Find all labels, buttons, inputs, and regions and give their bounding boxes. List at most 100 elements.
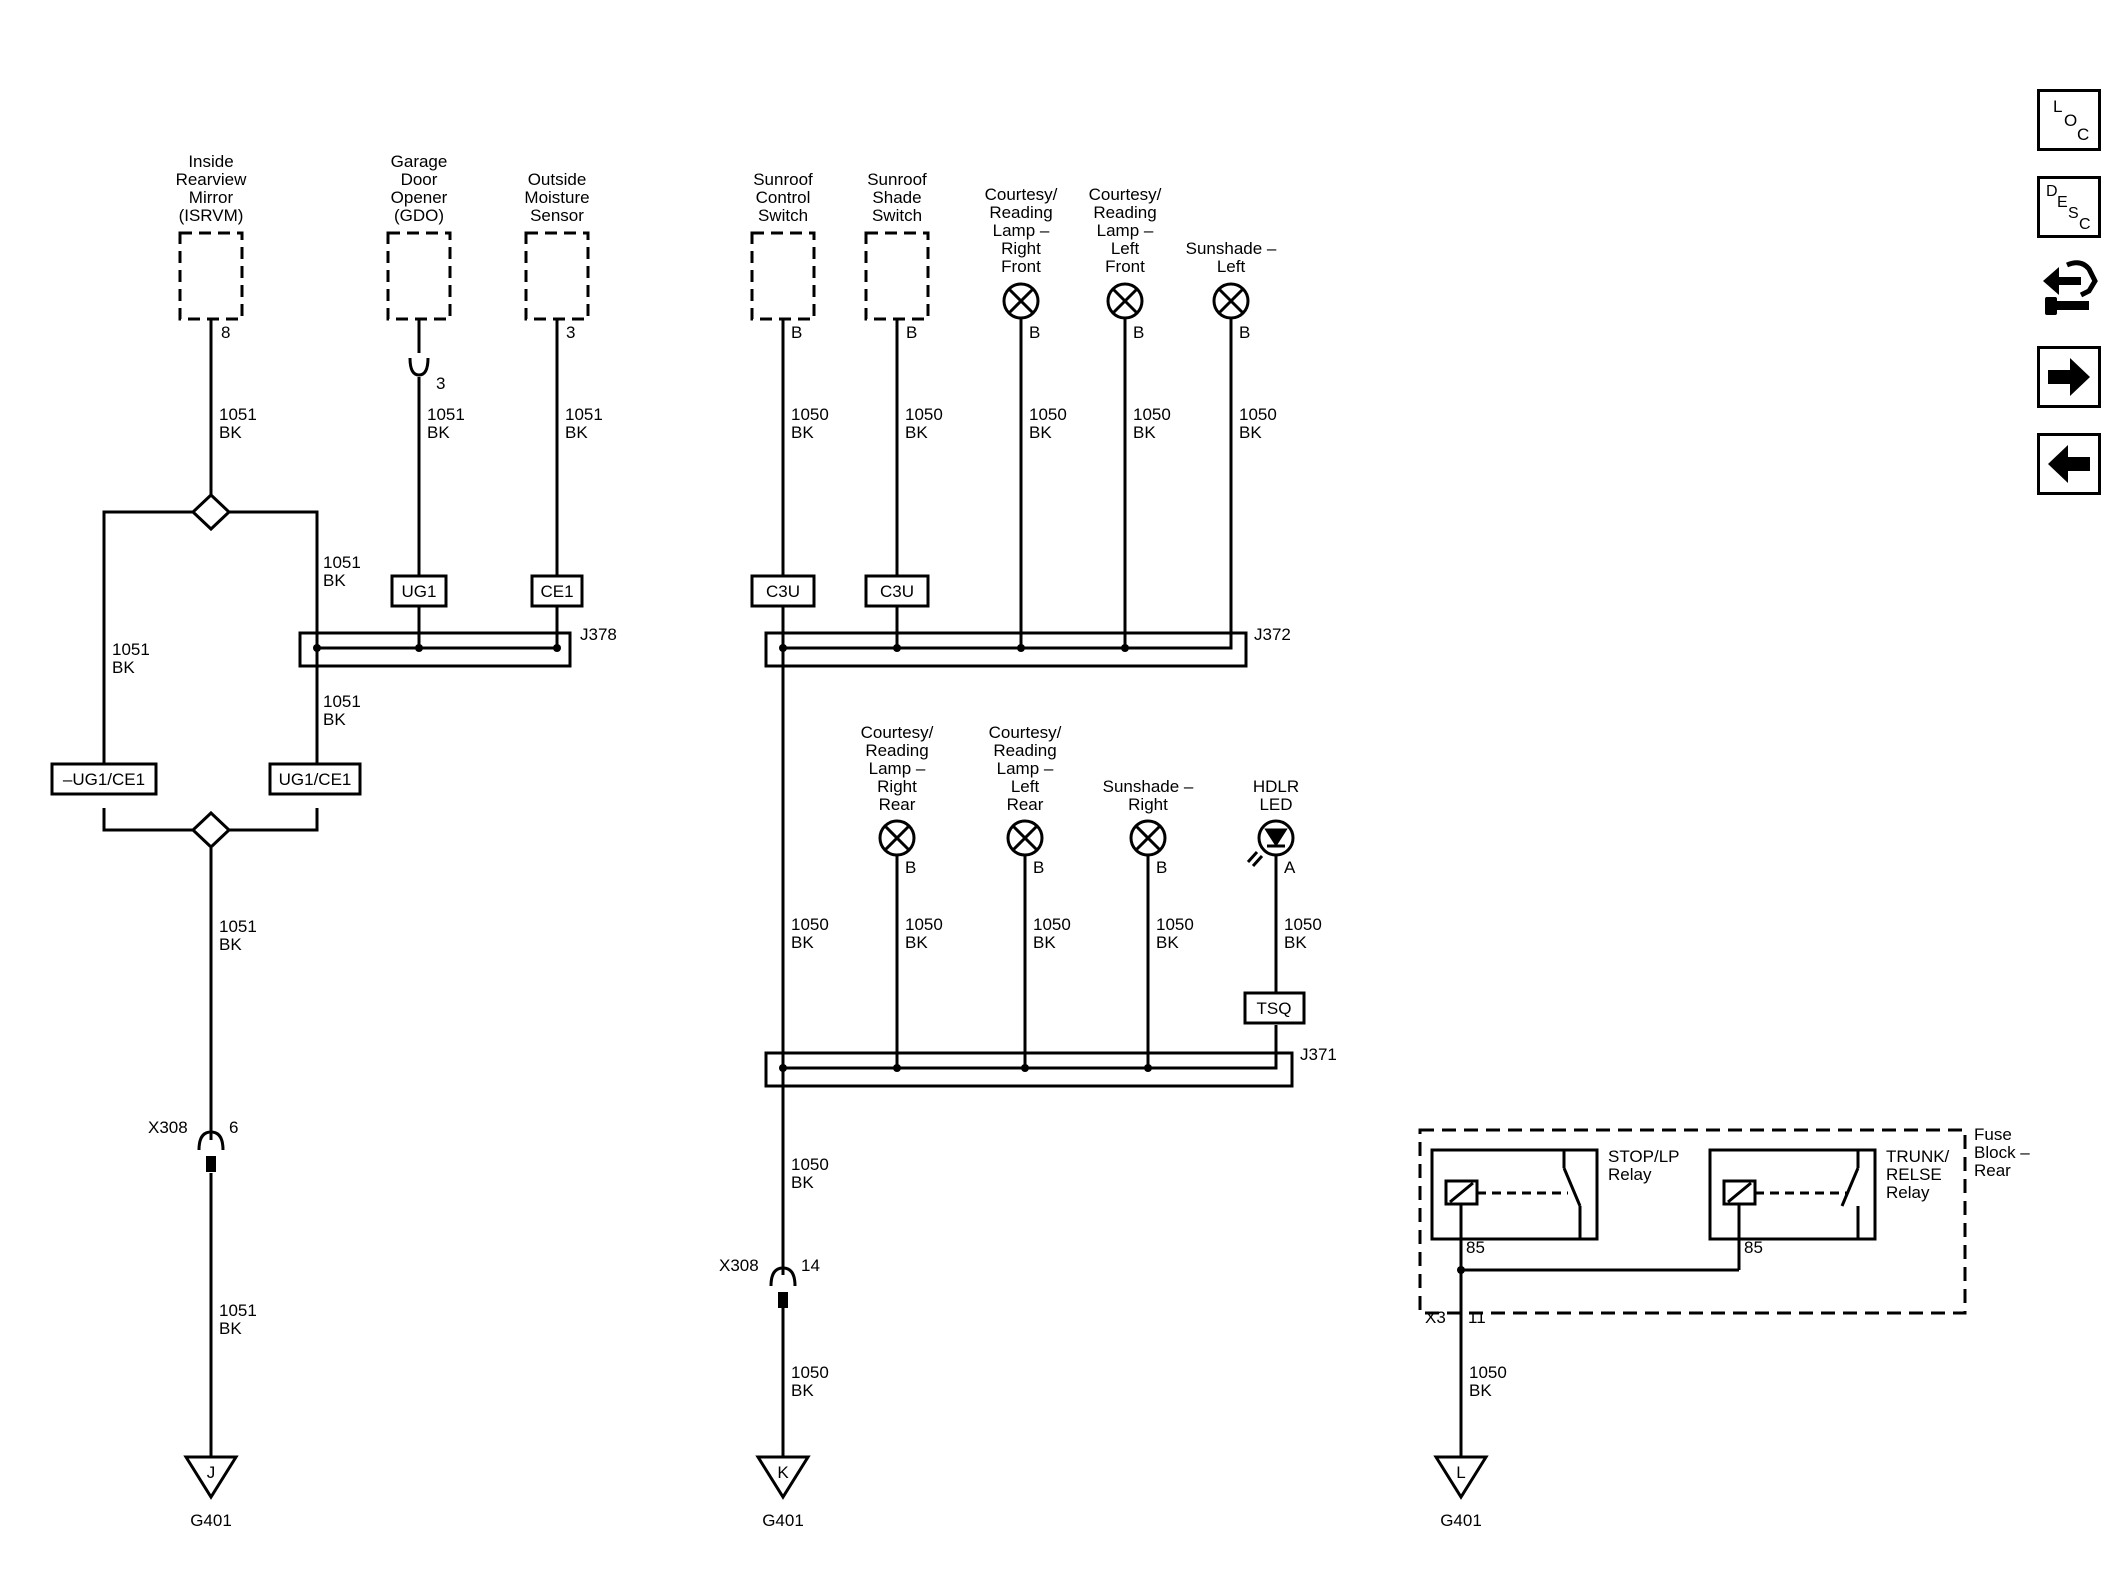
loc-letter-l: L	[2053, 97, 2062, 116]
isrvm-component[interactable]	[178, 231, 244, 321]
desc-button[interactable]: D E S C	[2037, 176, 2101, 238]
lamp-icon-left-front[interactable]	[1106, 282, 1144, 320]
option-label-tsq: TSQ	[1257, 999, 1292, 1018]
x308-left-connector	[197, 1130, 225, 1172]
desc-letter-d: D	[2046, 183, 2058, 200]
pin-sunroof-control: B	[791, 323, 802, 342]
pin-x308-mid: 14	[801, 1256, 820, 1275]
pin-hdlr: A	[1284, 858, 1296, 877]
option-label-not-ug1-ce1: –UG1/CE1	[63, 770, 145, 789]
splice-diamond-top	[190, 492, 232, 532]
ground-letter-j: J	[207, 1463, 216, 1482]
loc-button[interactable]: L O C	[2037, 89, 2101, 151]
option-label-ug1: UG1	[402, 582, 437, 601]
option-label-ce1: CE1	[540, 582, 573, 601]
splice-pack-j372[interactable]	[764, 631, 1248, 668]
desc-letter-e: E	[2057, 194, 2068, 211]
loc-letter-o: O	[2064, 111, 2077, 130]
lamp-icon-right-front[interactable]	[1002, 282, 1040, 320]
led-icon-hdlr[interactable]	[1246, 819, 1295, 868]
pin-trunk-85: 85	[1744, 1238, 1763, 1257]
splice-pack-j378[interactable]	[298, 631, 572, 668]
lamp-icon-sunshade-right[interactable]	[1129, 819, 1167, 857]
option-label-c3u-2: C3U	[880, 582, 914, 601]
pin-sunshade-right: B	[1156, 858, 1167, 877]
gdo-connector	[408, 357, 430, 377]
ground-icon-l[interactable]	[1433, 1455, 1489, 1500]
previous-page-button[interactable]	[2037, 433, 2101, 495]
fuse-block-rear[interactable]	[1418, 1128, 1967, 1315]
lamp-icon-sunshade-left[interactable]	[1212, 282, 1250, 320]
splice-label-j371: J371	[1300, 1045, 1337, 1064]
pin-isrvm: 8	[221, 323, 230, 342]
option-box-tsq[interactable]	[1243, 991, 1306, 1025]
option-box-not-ug1-ce1[interactable]	[50, 762, 158, 796]
moisture-sensor-component[interactable]	[524, 231, 590, 321]
ground-label-g401-left: G401	[190, 1511, 232, 1530]
option-box-ug1[interactable]	[390, 574, 448, 608]
ground-label-g401-mid: G401	[762, 1511, 804, 1530]
splice-label-j372: J372	[1254, 625, 1291, 644]
pin-x308-left: 6	[229, 1118, 238, 1137]
next-page-button[interactable]	[2037, 346, 2101, 408]
x308-mid-connector	[769, 1266, 797, 1308]
lamp-icon-left-rear[interactable]	[1006, 819, 1044, 857]
option-box-ce1[interactable]	[530, 574, 584, 608]
trunk-relse-relay[interactable]	[1708, 1148, 1877, 1241]
option-box-ug1-ce1[interactable]	[268, 762, 362, 796]
option-label-ug1-ce1: UG1/CE1	[279, 770, 352, 789]
connector-label-x308-left: X308	[148, 1118, 188, 1137]
ground-letter-k: K	[777, 1463, 789, 1482]
loc-letter-c: C	[2077, 125, 2089, 144]
stop-lp-relay[interactable]	[1430, 1148, 1599, 1241]
option-box-c3u-1[interactable]	[750, 574, 816, 608]
arrow-left-icon	[2048, 445, 2090, 483]
ground-icon-j[interactable]	[183, 1455, 239, 1500]
pin-lamp-rf: B	[1029, 323, 1040, 342]
sunshade-right-label: Sunshade –Right	[1103, 777, 1194, 814]
pin-moisture: 3	[566, 323, 575, 342]
pin-sunroof-shade: B	[906, 323, 917, 342]
option-box-c3u-2[interactable]	[864, 574, 930, 608]
sunshade-left-label: Sunshade –Left	[1186, 239, 1277, 276]
ground-icon-k[interactable]	[755, 1455, 811, 1500]
sunroof-control-switch-component[interactable]	[750, 231, 816, 321]
connector-label-x3: X3	[1425, 1308, 1446, 1327]
connector-wrench-button[interactable]	[2037, 255, 2101, 329]
lamp-icon-right-rear[interactable]	[878, 819, 916, 857]
pin-lamp-lf: B	[1133, 323, 1144, 342]
sunroof-shade-switch-component[interactable]	[864, 231, 930, 321]
pin-stop-85: 85	[1466, 1238, 1485, 1257]
pin-gdo: 3	[436, 374, 445, 393]
splice-pack-j371[interactable]	[764, 1051, 1294, 1088]
pin-lamp-rr: B	[905, 858, 916, 877]
gdo-component[interactable]	[386, 231, 452, 321]
desc-letter-s: S	[2068, 205, 2079, 222]
